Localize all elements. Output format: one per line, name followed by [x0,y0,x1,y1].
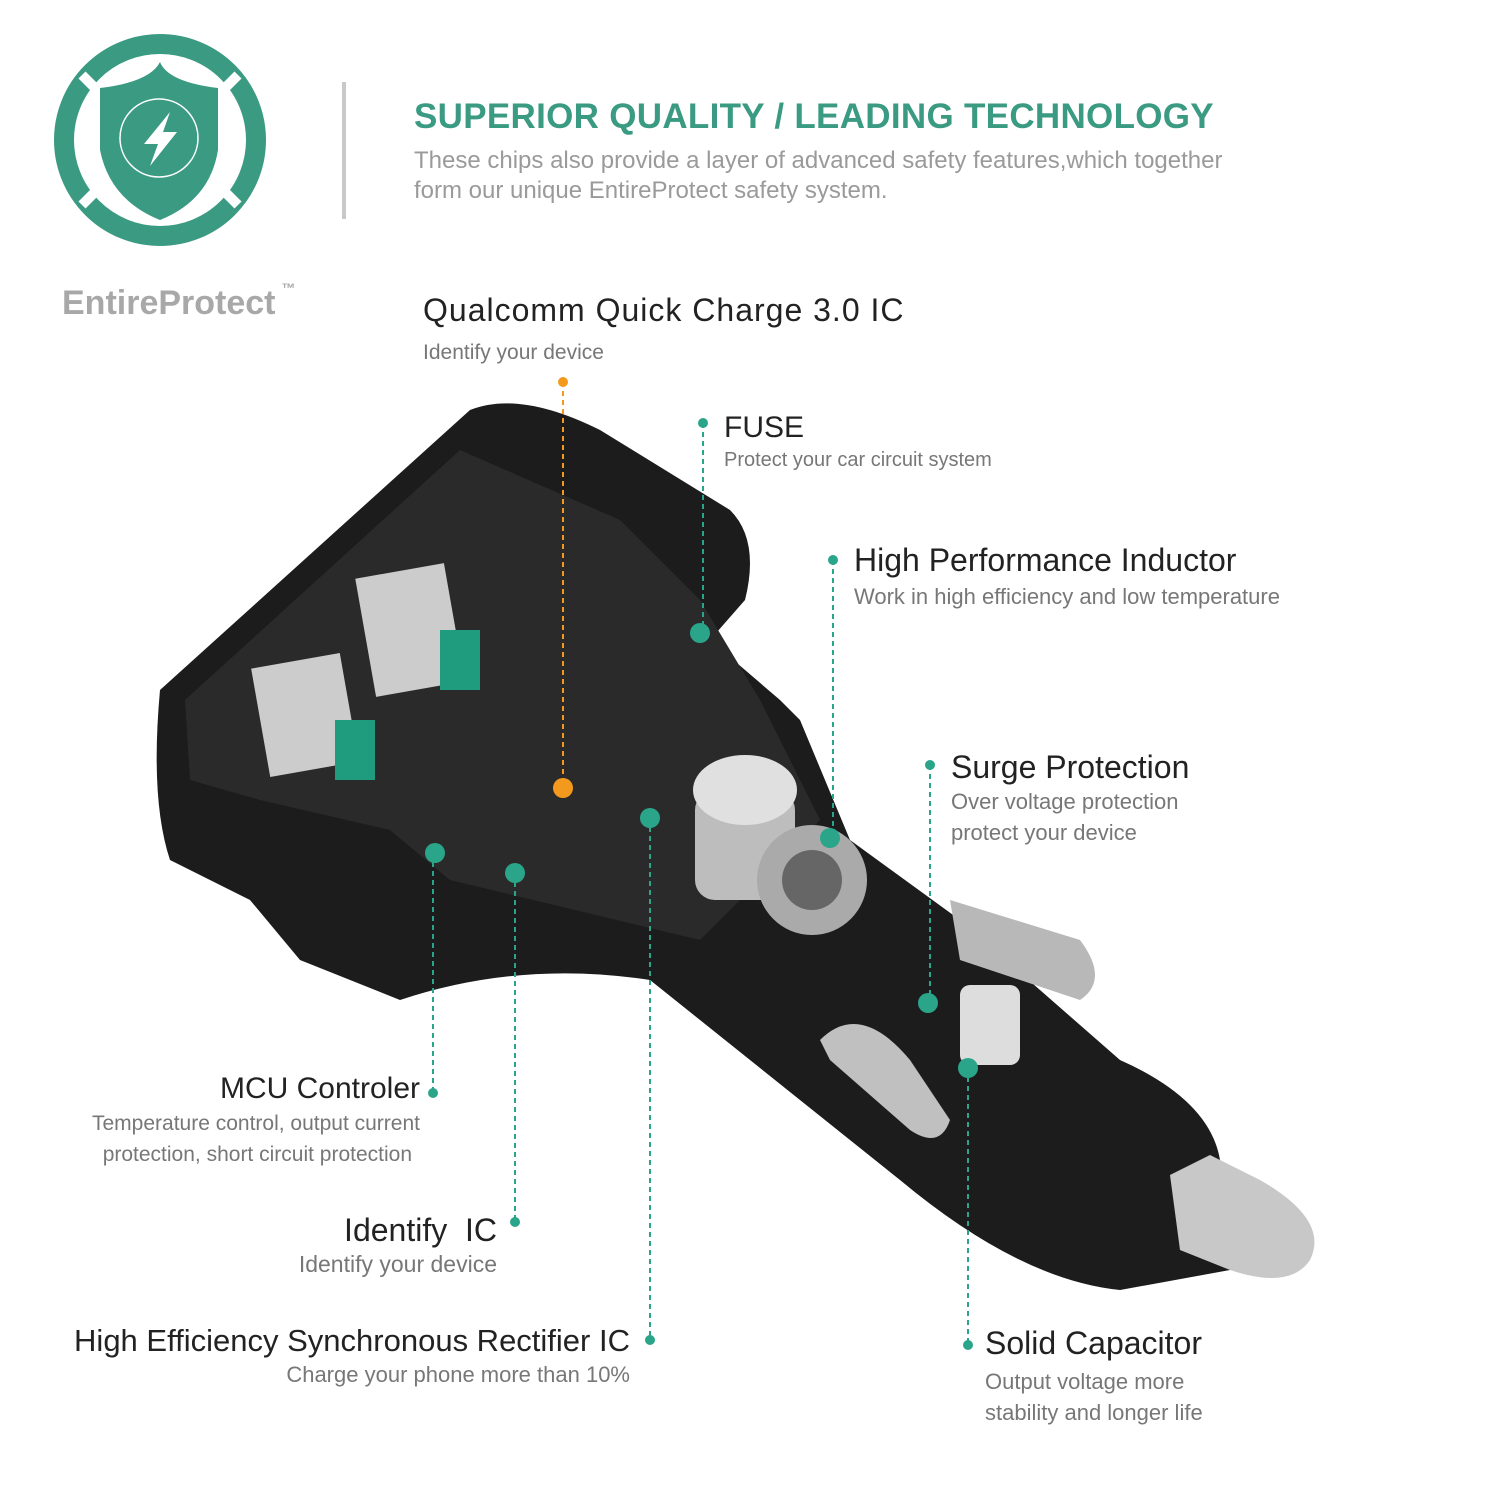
entireprotect-shield-logo [54,34,266,246]
callout-title: MCU Controler [219,1072,420,1105]
callout-surge: Surge Protection Over voltage protection… [951,749,1189,848]
trademark: ™ [281,280,296,296]
callout-title: High Performance Inductor [854,542,1237,578]
callout-inductor: High Performance Inductor Work in high e… [854,542,1280,612]
callout-sub: Protect your car circuit system [724,449,992,471]
callout-mcu: MCU Controler Temperature control, outpu… [92,1072,420,1170]
page-title: SUPERIOR QUALITY / LEADING TECHNOLOGY [414,97,1214,136]
callout-rectifier: High Efficiency Synchronous Rectifier IC… [74,1323,630,1390]
brand-name: EntireProtect ™ [62,280,296,323]
callout-capacitor: Solid Capacitor Output voltage more stab… [985,1325,1203,1428]
callout-qualcomm: Qualcomm Quick Charge 3.0 IC Identify yo… [423,292,905,368]
callout-title: FUSE [724,411,805,444]
component-markers [425,377,978,1350]
callout-sub: Output voltage more [985,1369,1185,1394]
callout-sub: protect your device [951,820,1137,845]
subtitle-line: These chips also provide a layer of adva… [414,147,1223,174]
header-divider [342,82,346,219]
callout-sub: Over voltage protection [951,789,1179,814]
callout-sub: Temperature control, output current [91,1112,420,1135]
callout-sub: stability and longer life [985,1400,1203,1425]
callout-title: Identify IC [344,1212,497,1248]
page-subtitle: These chips also provide a layer of adva… [414,146,1314,206]
callout-sub: protection, short circuit protection [102,1143,412,1166]
callout-sub: Identify your device [298,1251,497,1277]
callout-sub: Work in high efficiency and low temperat… [854,584,1280,609]
callout-title: Surge Protection [951,749,1190,785]
callout-fuse: FUSE Protect your car circuit system [724,411,992,476]
callout-sub: Charge your phone more than 10% [286,1362,630,1387]
brand-text: EntireProtect [62,284,276,322]
subtitle-line: form our unique EntireProtect safety sys… [414,177,888,204]
callout-sub: Identify your device [423,341,604,364]
callout-identify: Identify IC Identify your device [299,1212,497,1280]
callout-title: Qualcomm Quick Charge 3.0 IC [423,292,905,328]
callout-title: High Efficiency Synchronous Rectifier IC [74,1323,630,1358]
callout-title: Solid Capacitor [985,1325,1202,1361]
